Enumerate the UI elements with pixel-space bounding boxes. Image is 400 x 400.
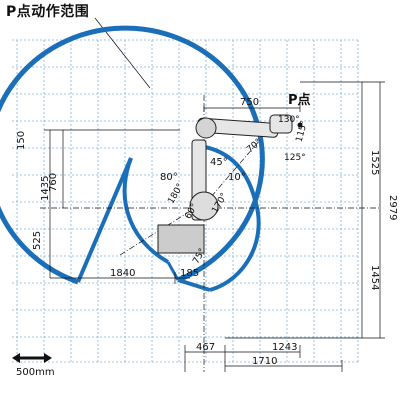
dim-525: 525 — [32, 231, 43, 250]
dim-1243: 1243 — [272, 342, 297, 353]
robot-wrist — [269, 114, 293, 134]
angle-130: 130° — [278, 115, 300, 125]
grid — [12, 39, 359, 363]
robot-arm — [157, 114, 293, 254]
p-point-label: P点 — [288, 92, 311, 108]
dim-750: 750 — [240, 97, 259, 108]
dim-1435: 1435 — [40, 176, 51, 201]
p-point-marker — [297, 122, 303, 128]
angle-180: 180° — [166, 182, 186, 206]
envelope-cap-left — [76, 157, 133, 283]
dim-1840: 1840 — [110, 268, 135, 279]
scale-arrow — [12, 353, 52, 363]
dimension-lines — [44, 81, 385, 372]
angle-125: 125° — [284, 153, 306, 163]
angle-45: 45° — [210, 157, 228, 168]
dim-2979: 2979 — [387, 195, 398, 220]
robot-shoulder — [195, 117, 217, 139]
dim-185: 185 — [180, 268, 199, 279]
dim-760: 760 — [48, 173, 59, 192]
dim-467: 467 — [196, 342, 215, 353]
angle-10: 10° — [228, 172, 246, 183]
diagram-title: P点动作范围 — [6, 4, 90, 20]
scale-label: 500mm — [16, 367, 55, 378]
robot-base — [157, 224, 205, 254]
robot-waist — [189, 191, 219, 221]
envelope-cap-inner — [166, 261, 180, 281]
angle-80: 80° — [160, 172, 178, 183]
dim-1525: 1525 — [369, 150, 380, 175]
dim-150: 150 — [16, 131, 27, 150]
dim-1710: 1710 — [252, 356, 277, 367]
dim-1454: 1454 — [369, 265, 380, 290]
envelope-cap-bottom — [177, 278, 211, 292]
